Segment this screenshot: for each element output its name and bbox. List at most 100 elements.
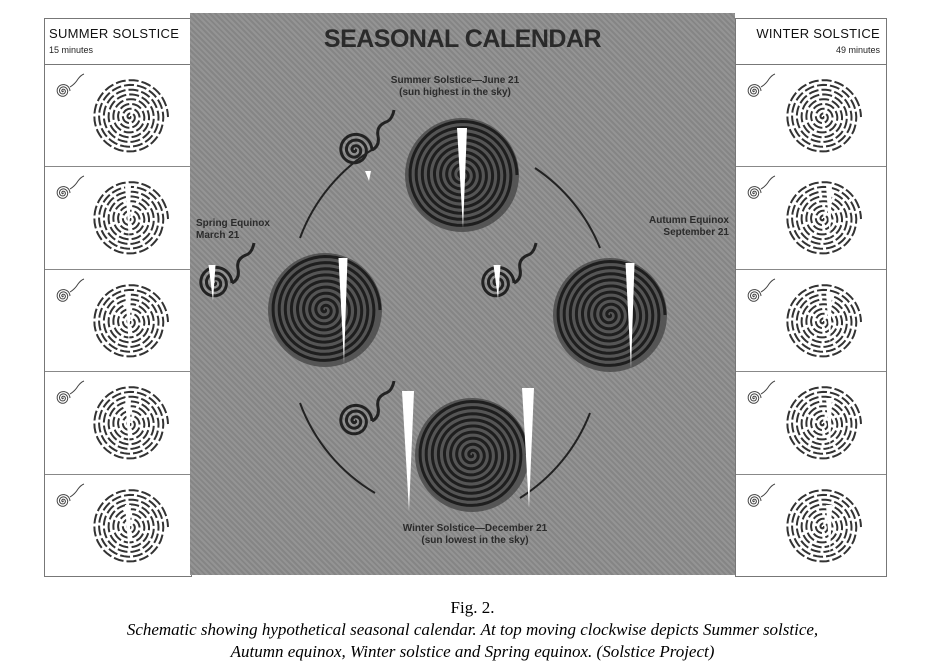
- spiral-tail: [760, 278, 776, 293]
- frame-cell: [736, 270, 886, 373]
- panel-title: SUMMER SOLSTICE: [49, 26, 180, 41]
- summer-small-spiral-icon: [339, 132, 374, 165]
- light-dagger: [826, 504, 832, 557]
- light-dagger: [826, 398, 832, 452]
- summer-label: Summer Solstice—June 21 (sun highest in …: [380, 75, 530, 99]
- small-spiral-icon: [56, 288, 71, 302]
- large-spiral-icon: [93, 386, 169, 460]
- small-spiral-icon: [747, 84, 762, 97]
- center-small-dagger: [493, 265, 501, 299]
- panel-header: SUMMER SOLSTICE 15 minutes: [45, 19, 191, 65]
- center-small-spiral-tail: [513, 242, 538, 285]
- figure-caption: Fig. 2. Schematic showing hypothetical s…: [0, 597, 945, 663]
- light-dagger: [125, 504, 131, 557]
- frame-cell: [45, 167, 191, 270]
- petroglyph-frame: [56, 175, 169, 255]
- caption-line-2: Autumn equinox, Winter solstice and Spri…: [230, 642, 715, 661]
- spiral-tail: [760, 483, 776, 497]
- panel-duration: 49 minutes: [835, 45, 880, 55]
- summer-solstice-panel: SUMMER SOLSTICE 15 minutes: [44, 18, 192, 577]
- petroglyph-frame: [56, 278, 169, 358]
- winter-small-spiral-tail: [371, 380, 396, 423]
- arc-autumn-winter: [519, 412, 591, 499]
- spiral-tail: [69, 380, 85, 395]
- caption-line-1: Schematic showing hypothetical seasonal …: [126, 620, 819, 639]
- summer-dagger: [457, 128, 467, 228]
- seasonal-calendar-panel: SEASONAL CALENDAR Summer Solstice—June 2…: [190, 13, 735, 575]
- large-spiral-icon: [93, 79, 169, 153]
- large-spiral-icon: [786, 79, 862, 153]
- autumn-label-line2: September 21: [663, 227, 729, 238]
- frame-cell: [736, 475, 886, 576]
- light-dagger: [125, 398, 131, 452]
- frame-cell: [736, 65, 886, 168]
- autumn-label: Autumn Equinox September 21: [649, 215, 729, 239]
- frame-cell: [736, 372, 886, 475]
- spiral-tail: [69, 278, 85, 293]
- frame-cell: [45, 372, 191, 475]
- panel-title: WINTER SOLSTICE: [756, 26, 880, 41]
- spring-dagger: [338, 258, 348, 363]
- frame-cell: [45, 270, 191, 373]
- petroglyph-frame: [747, 175, 862, 255]
- calendar-title: SEASONAL CALENDAR: [323, 25, 602, 53]
- small-spiral-icon: [747, 186, 762, 200]
- spring-label-line2: March 21: [196, 230, 240, 241]
- summer-spiral-icon: [408, 119, 519, 227]
- center-small-spiral-icon: [481, 265, 516, 298]
- small-spiral-icon: [56, 84, 71, 97]
- petroglyph-frame: [747, 278, 862, 358]
- light-dagger: [125, 291, 131, 346]
- small-spiral-icon: [56, 391, 71, 404]
- frame-cell: [45, 475, 191, 576]
- calendar-illustration: [199, 109, 667, 512]
- summer-small-spiral-tail: [371, 109, 396, 152]
- arc-spring-summer: [299, 147, 376, 239]
- petroglyph-frame: [56, 483, 169, 562]
- winter-dagger-left: [402, 391, 414, 511]
- petroglyph-frame: [56, 380, 169, 460]
- spiral-tail: [760, 380, 776, 395]
- summer-label-line2: (sun highest in the sky): [399, 87, 511, 98]
- light-dagger: [125, 185, 131, 241]
- spring-label: Spring Equinox March 21: [196, 218, 270, 242]
- winter-label-line1: Winter Solstice—December 21: [402, 523, 548, 534]
- panel-duration: 15 minutes: [49, 45, 94, 55]
- spring-spiral-icon: [271, 254, 382, 362]
- small-spiral-icon: [747, 288, 762, 302]
- winter-small-spiral-icon: [339, 403, 374, 436]
- large-spiral-icon: [786, 181, 862, 255]
- winter-solstice-panel: WINTER SOLSTICE 49 minutes: [735, 18, 887, 577]
- large-spiral-icon: [786, 488, 862, 562]
- spiral-tail: [760, 73, 776, 88]
- arc-summer-autumn: [534, 167, 601, 249]
- petroglyph-frame: [747, 483, 862, 562]
- spiral-tail: [69, 483, 85, 497]
- spring-label-line1: Spring Equinox: [196, 218, 270, 229]
- petroglyph-frame: [747, 380, 862, 460]
- winter-spiral-icon: [418, 399, 529, 507]
- light-dagger: [826, 291, 832, 346]
- winter-label: Winter Solstice—December 21 (sun lowest …: [375, 523, 575, 547]
- small-spiral-icon: [56, 493, 71, 507]
- petroglyph-frame: [56, 73, 169, 153]
- large-spiral-icon: [93, 488, 169, 562]
- arc-winter-spring: [299, 402, 376, 494]
- caption-label: Fig. 2.: [450, 598, 495, 617]
- small-spiral-icon: [56, 186, 71, 200]
- spring-small-spiral-tail: [231, 242, 256, 285]
- spiral-tail: [69, 175, 85, 190]
- spiral-tail: [760, 175, 776, 190]
- large-spiral-icon: [93, 283, 169, 358]
- spring-small-spiral-icon: [199, 265, 234, 298]
- large-spiral-icon: [786, 386, 862, 460]
- spiral-tail: [69, 73, 85, 88]
- autumn-label-line1: Autumn Equinox: [649, 215, 729, 226]
- frame-cell: [736, 167, 886, 270]
- autumn-dagger: [625, 263, 635, 368]
- light-dagger: [826, 185, 832, 241]
- large-spiral-icon: [93, 181, 169, 255]
- petroglyph-frame: [747, 73, 862, 153]
- summer-small-dagger: [365, 171, 371, 181]
- panel-header: WINTER SOLSTICE 49 minutes: [736, 19, 886, 65]
